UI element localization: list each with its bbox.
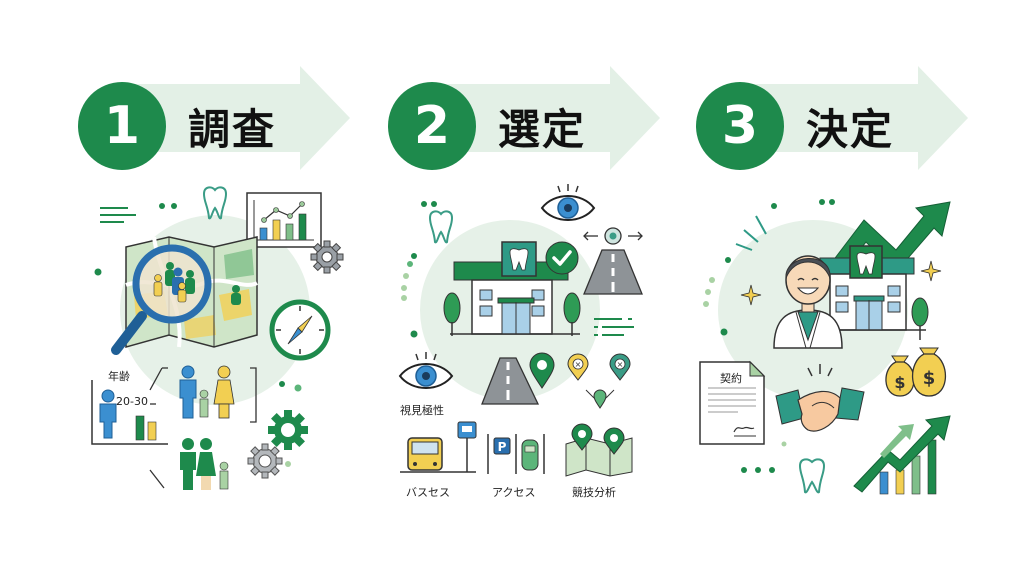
check-icon bbox=[545, 241, 579, 275]
people-icon bbox=[153, 262, 195, 303]
dots-decoration bbox=[703, 199, 835, 336]
eye-icon bbox=[540, 184, 596, 221]
handshake-icon bbox=[775, 364, 865, 432]
dots-decoration bbox=[401, 201, 437, 301]
svg-text:$: $ bbox=[923, 368, 936, 389]
svg-text:P: P bbox=[498, 440, 507, 454]
step-number-badge: 3 bbox=[696, 82, 784, 170]
compass-icon bbox=[269, 299, 331, 361]
dot-decoration bbox=[94, 268, 102, 276]
competitor-pins-icon: × × bbox=[567, 353, 631, 409]
family-icon bbox=[180, 438, 229, 490]
step-number-badge: 1 bbox=[78, 82, 166, 170]
contract-icon bbox=[699, 360, 766, 445]
tooth-icon bbox=[798, 458, 826, 494]
dots-decoration bbox=[279, 381, 302, 467]
age-label: 年齢 bbox=[108, 370, 130, 383]
tooth-icon bbox=[202, 186, 228, 220]
map-pins-icon bbox=[565, 423, 633, 477]
step-arrow bbox=[728, 66, 968, 170]
bar-chart-icon bbox=[853, 415, 951, 495]
family-icon bbox=[179, 365, 235, 419]
text-lines-icon bbox=[594, 318, 634, 336]
dots-decoration bbox=[741, 441, 787, 473]
sparkle-lines bbox=[735, 215, 767, 251]
step-1-research: 1 調査 bbox=[70, 0, 380, 572]
gear-icon bbox=[268, 410, 308, 450]
step-3-decision: 3 決定 bbox=[688, 0, 998, 572]
magnifier-icon bbox=[111, 244, 212, 355]
road-icon bbox=[481, 357, 540, 405]
step-title: 選定 bbox=[498, 105, 587, 154]
doctor-icon bbox=[773, 255, 843, 349]
tooth-icon bbox=[428, 210, 454, 244]
step-arrow bbox=[420, 66, 660, 170]
svg-text:×: × bbox=[617, 360, 624, 369]
clinic-icon bbox=[450, 241, 580, 335]
eye-icon bbox=[398, 352, 454, 389]
svg-text:×: × bbox=[575, 360, 582, 369]
chart-icon bbox=[246, 192, 322, 248]
step-title: 決定 bbox=[806, 105, 895, 154]
age-range-label: 20-30 bbox=[116, 395, 148, 408]
tree-icon bbox=[911, 297, 929, 340]
pin-icon bbox=[529, 352, 555, 389]
bus-label: バスセス bbox=[406, 486, 450, 499]
parking-icon: P bbox=[487, 434, 545, 474]
dots-decoration bbox=[159, 203, 177, 209]
step-number-badge: 2 bbox=[388, 82, 476, 170]
gear-icon bbox=[247, 443, 283, 479]
access-label: アクセス bbox=[492, 486, 536, 499]
contract-label: 契約 bbox=[720, 372, 742, 385]
bus-icon bbox=[400, 421, 477, 473]
money-bag-icon: $ $ bbox=[885, 347, 947, 397]
bracket-lines bbox=[149, 367, 257, 489]
text-lines-icon bbox=[100, 207, 136, 223]
dot-decoration bbox=[410, 330, 418, 338]
sparkle-icon bbox=[920, 260, 942, 282]
sparkle-icon bbox=[740, 284, 762, 306]
tree-icon bbox=[443, 292, 461, 336]
visibility-label: 視見極性 bbox=[400, 404, 444, 417]
clinic-icon bbox=[816, 245, 926, 331]
car-icon bbox=[521, 439, 539, 471]
gear-icon bbox=[310, 240, 344, 274]
step-title: 調査 bbox=[188, 105, 277, 154]
competition-label: 競技分析 bbox=[572, 486, 616, 499]
svg-text:$: $ bbox=[894, 373, 905, 392]
age-chart-icon bbox=[91, 380, 168, 445]
step-2-selection: 2 選定 bbox=[380, 0, 690, 572]
step-arrow bbox=[110, 66, 350, 170]
tree-icon bbox=[563, 292, 581, 336]
road-icon bbox=[583, 227, 643, 295]
